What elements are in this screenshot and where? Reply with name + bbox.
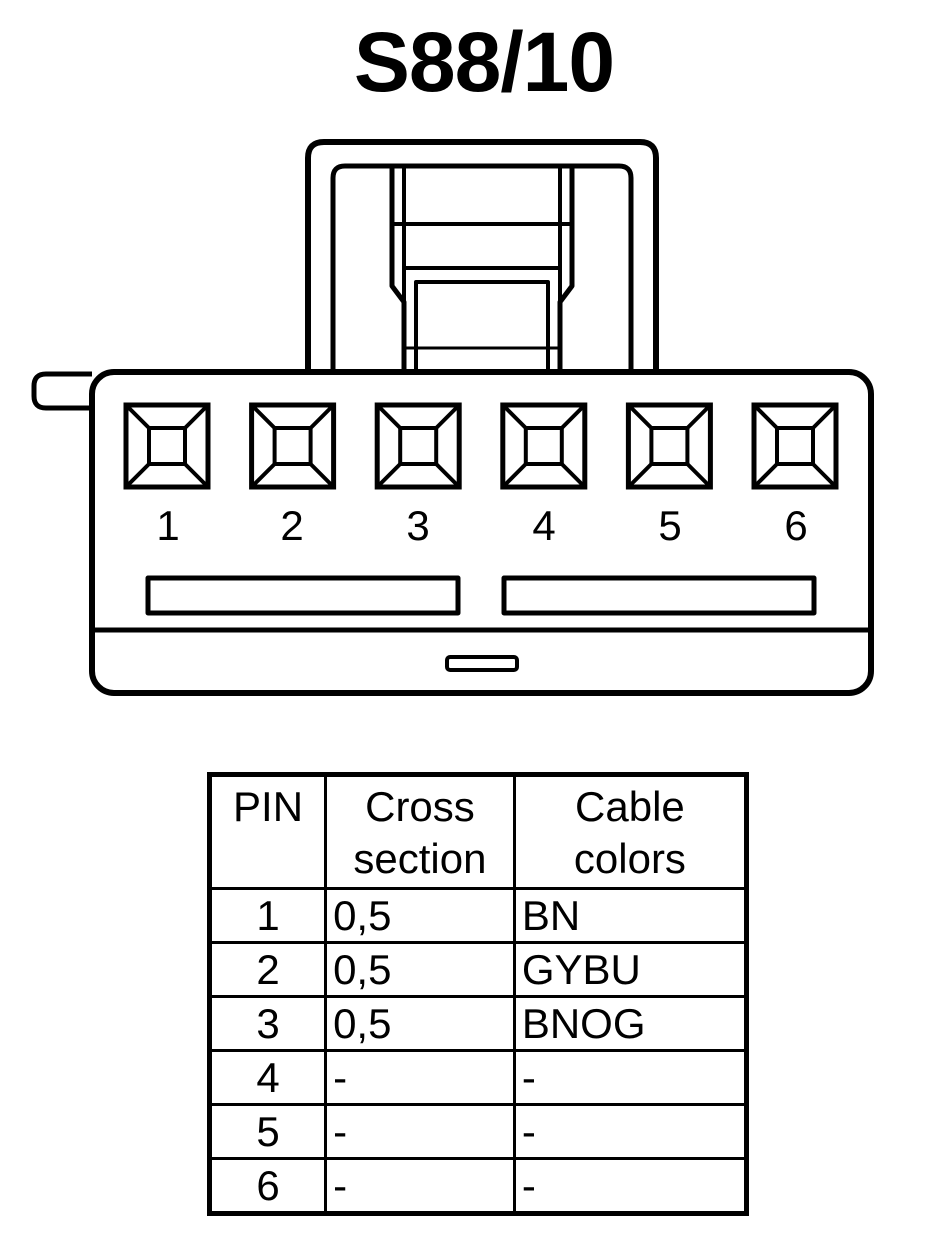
- table-header-row: PIN Cross section Cable colors: [207, 773, 749, 890]
- pin-label-5: 5: [658, 502, 681, 549]
- table-row: 1 0,5 BN: [207, 887, 749, 944]
- pin-label-6: 6: [784, 502, 807, 549]
- pin-table: PIN Cross section Cable colors 1 0,5 BN …: [207, 772, 749, 1216]
- latch-housing-inner: [330, 163, 634, 372]
- cell-cable-color: -: [512, 1103, 749, 1160]
- table-row: 2 0,5 GYBU: [207, 941, 749, 998]
- cell-cross-section: -: [324, 1157, 516, 1215]
- latch-housing-outer: [305, 139, 659, 372]
- table-row: 6 - -: [207, 1157, 749, 1215]
- cell-cable-color: -: [512, 1157, 749, 1215]
- key-slot: [445, 655, 519, 672]
- pin-terminal-2: [249, 402, 337, 490]
- header-pin: PIN: [207, 773, 328, 890]
- cell-cable-color: GYBU: [512, 941, 749, 998]
- cell-pin: 4: [207, 1049, 328, 1106]
- slot-left: [145, 575, 461, 616]
- pin-label-2: 2: [280, 502, 303, 549]
- cell-pin: 1: [207, 887, 328, 944]
- pin-terminal-4: [500, 402, 588, 490]
- cell-cable-color: BNOG: [512, 995, 749, 1052]
- cell-pin: 2: [207, 941, 328, 998]
- table-row: 3 0,5 BNOG: [207, 995, 749, 1052]
- pin-label-4: 4: [532, 502, 555, 549]
- header-cable-colors: Cable colors: [512, 773, 749, 890]
- table-row: 4 - -: [207, 1049, 749, 1106]
- pin-terminal-5: [625, 402, 713, 490]
- slot-right: [501, 575, 817, 616]
- header-cross-section: Cross section: [324, 773, 516, 890]
- cell-cross-section: -: [324, 1103, 516, 1160]
- cell-cross-section: 0,5: [324, 995, 516, 1052]
- pin-terminal-3: [374, 402, 462, 490]
- table-row: 5 - -: [207, 1103, 749, 1160]
- connector-drawing: 1 2 3 4 5 6: [31, 139, 874, 696]
- cell-cross-section: 0,5: [324, 887, 516, 944]
- cell-cable-color: BN: [512, 887, 749, 944]
- cell-cross-section: -: [324, 1049, 516, 1106]
- cell-pin: 5: [207, 1103, 328, 1160]
- cell-pin: 6: [207, 1157, 328, 1215]
- pin-label-3: 3: [406, 502, 429, 549]
- diagram-title: S88/10: [353, 15, 615, 109]
- pin-label-1: 1: [156, 502, 179, 549]
- side-tab: [31, 371, 92, 411]
- connector-body: [89, 369, 874, 696]
- pin-terminal-1: [123, 402, 211, 490]
- cell-pin: 3: [207, 995, 328, 1052]
- cell-cross-section: 0,5: [324, 941, 516, 998]
- pin-terminal-6: [751, 402, 839, 490]
- cell-cable-color: -: [512, 1049, 749, 1106]
